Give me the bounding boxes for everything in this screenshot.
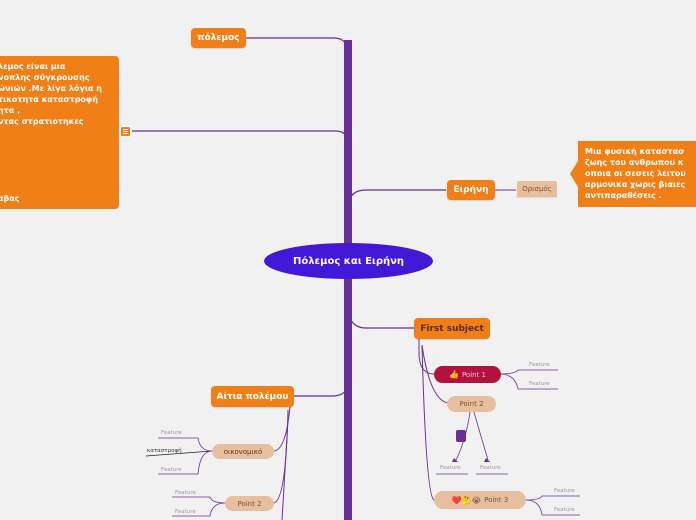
feature-p3-2[interactable]: Feature [554,507,575,513]
subtopic-point-2-label: Point 2 [459,400,484,408]
topic-eirini[interactable]: Ειρήνη [447,180,495,200]
polemos-note[interactable]: λεμος είναι μια νοπλης σύγκρουσης ώνιών … [0,56,119,209]
list-icon[interactable] [120,126,131,137]
feature-p1-1[interactable]: Feature [529,362,550,368]
subtopic-aitia-point-2-label: Point 2 [237,499,262,508]
feature-p2-2[interactable]: Feature [480,465,501,471]
definition-line-1: Μια φυσική καταστασ [585,147,685,156]
topic-aitia-polemou-label: Αίτια πολέμου [216,391,289,402]
feature-p1-2[interactable]: Feature [529,381,550,387]
note-line-5: ητα , [0,106,21,115]
definition-line-5: αντιπαραθέσεις . [585,191,662,200]
note-line-2: νοπλης σύγκρουσης [0,73,90,82]
feature-ap2-1[interactable]: Feature [175,490,196,496]
feature-p3-1[interactable]: Feature [554,488,575,494]
topic-first-subject-label: First subject [420,323,484,334]
feature-p2-1[interactable]: Feature [440,465,461,471]
topic-polemos[interactable]: πόλεμος [191,28,246,48]
feature-ap2-2[interactable]: Feature [175,509,196,515]
feature-oik-3[interactable]: Feature [161,467,182,473]
definition-line-4: αρμονικα χωρις βιαιες [585,180,686,189]
subtopic-oikonomika[interactable]: οικονομικό [212,444,274,459]
subtopic-point-2[interactable]: Point 2 [447,396,496,412]
feature-oik-1[interactable]: Feature [161,430,182,436]
subtopic-orismos-label: Ορισμός [522,185,552,193]
note-footer: αβας [0,194,20,203]
central-topic[interactable]: Πόλεμος και Ειρήνη [264,243,433,279]
definition-callout[interactable]: Μια φυσική καταστασ ζωης του ανθρωπου κ … [585,146,696,204]
central-topic-label: Πόλεμος και Ειρήνη [292,255,405,267]
note-line-3: ώνιών .Με λίγα λόγια η [0,84,102,93]
topic-eirini-label: Ειρήνη [453,185,489,195]
subtopic-point-3-label: Point 3 [484,496,509,504]
definition-callout-shape [570,141,696,207]
subtopic-point-3[interactable]: ❤️🤔😭 Point 3 [434,491,526,509]
definition-line-2: ζωης του ανθρωπου κ [585,158,684,167]
note-line-4: τικοτητα καταστροφή [0,95,98,104]
subtopic-point-1-label: Point 1 [461,370,487,379]
definition-line-3: οποια οι σεσεις λειτου [585,169,686,178]
topic-polemos-label: πόλεμος [197,33,240,43]
subtopic-orismos[interactable]: Ορισμός [517,181,557,197]
note-line-6: ντας στρατιοτηκες [0,117,84,126]
thumbs-up-icon: 👍 [448,370,459,379]
feature-oik-2[interactable]: καταστροφή [147,448,182,454]
subtopic-point-1[interactable]: 👍 Point 1 [434,366,501,383]
topic-aitia-polemou[interactable]: Αίτια πολέμου [211,386,294,407]
subtopic-oikonomika-label: οικονομικό [223,447,263,456]
collapse-toggle-icon[interactable] [456,430,466,442]
note-line-1: λεμος είναι μια [0,62,66,71]
subtopic-aitia-point-2[interactable]: Point 2 [225,496,274,511]
topic-first-subject[interactable]: First subject [414,318,490,339]
emoji-icons: ❤️🤔😭 [451,495,482,505]
